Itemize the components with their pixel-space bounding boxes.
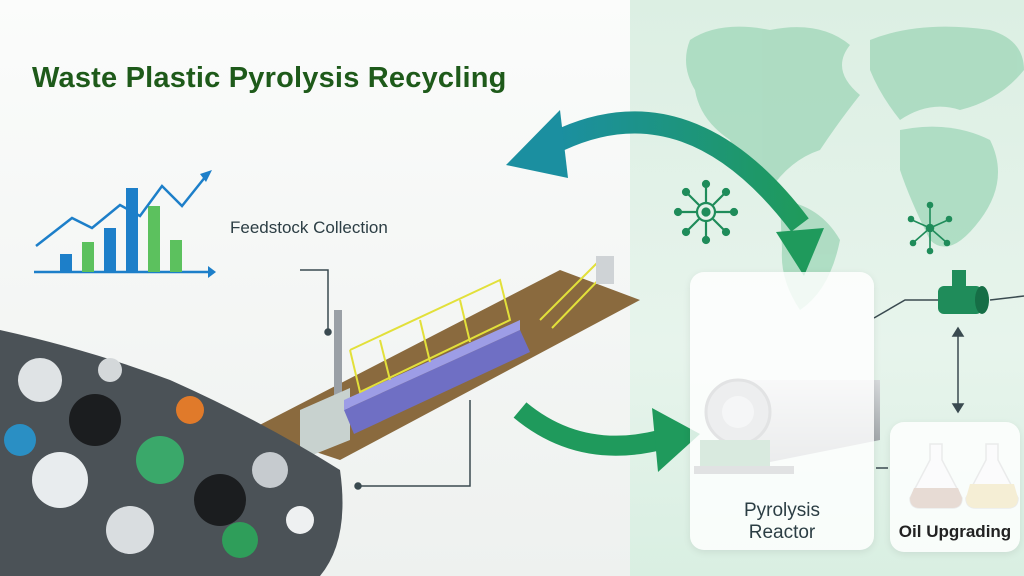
page-title: Waste Plastic Pyrolysis Recycling xyxy=(32,62,507,94)
plastic-waste-pile xyxy=(0,330,343,576)
oil-upgrading-label: Oil Upgrading xyxy=(898,522,1012,541)
pipe-valve-icon xyxy=(938,270,989,314)
connector-lines xyxy=(300,269,1024,490)
network-icon-small xyxy=(907,201,953,255)
network-icon xyxy=(673,179,739,245)
pyrolysis-reactor-label: Pyrolysis Reactor xyxy=(743,500,820,543)
oil-upgrading-card xyxy=(890,422,1020,552)
forward-arrow xyxy=(513,402,700,472)
pyrolysis-plant-illustration xyxy=(250,256,640,460)
return-arrow xyxy=(506,110,824,276)
feedstock-collection-label: Feedstock Collection xyxy=(230,218,388,237)
reactor-card xyxy=(690,272,874,550)
growth-chart-icon xyxy=(34,170,216,278)
